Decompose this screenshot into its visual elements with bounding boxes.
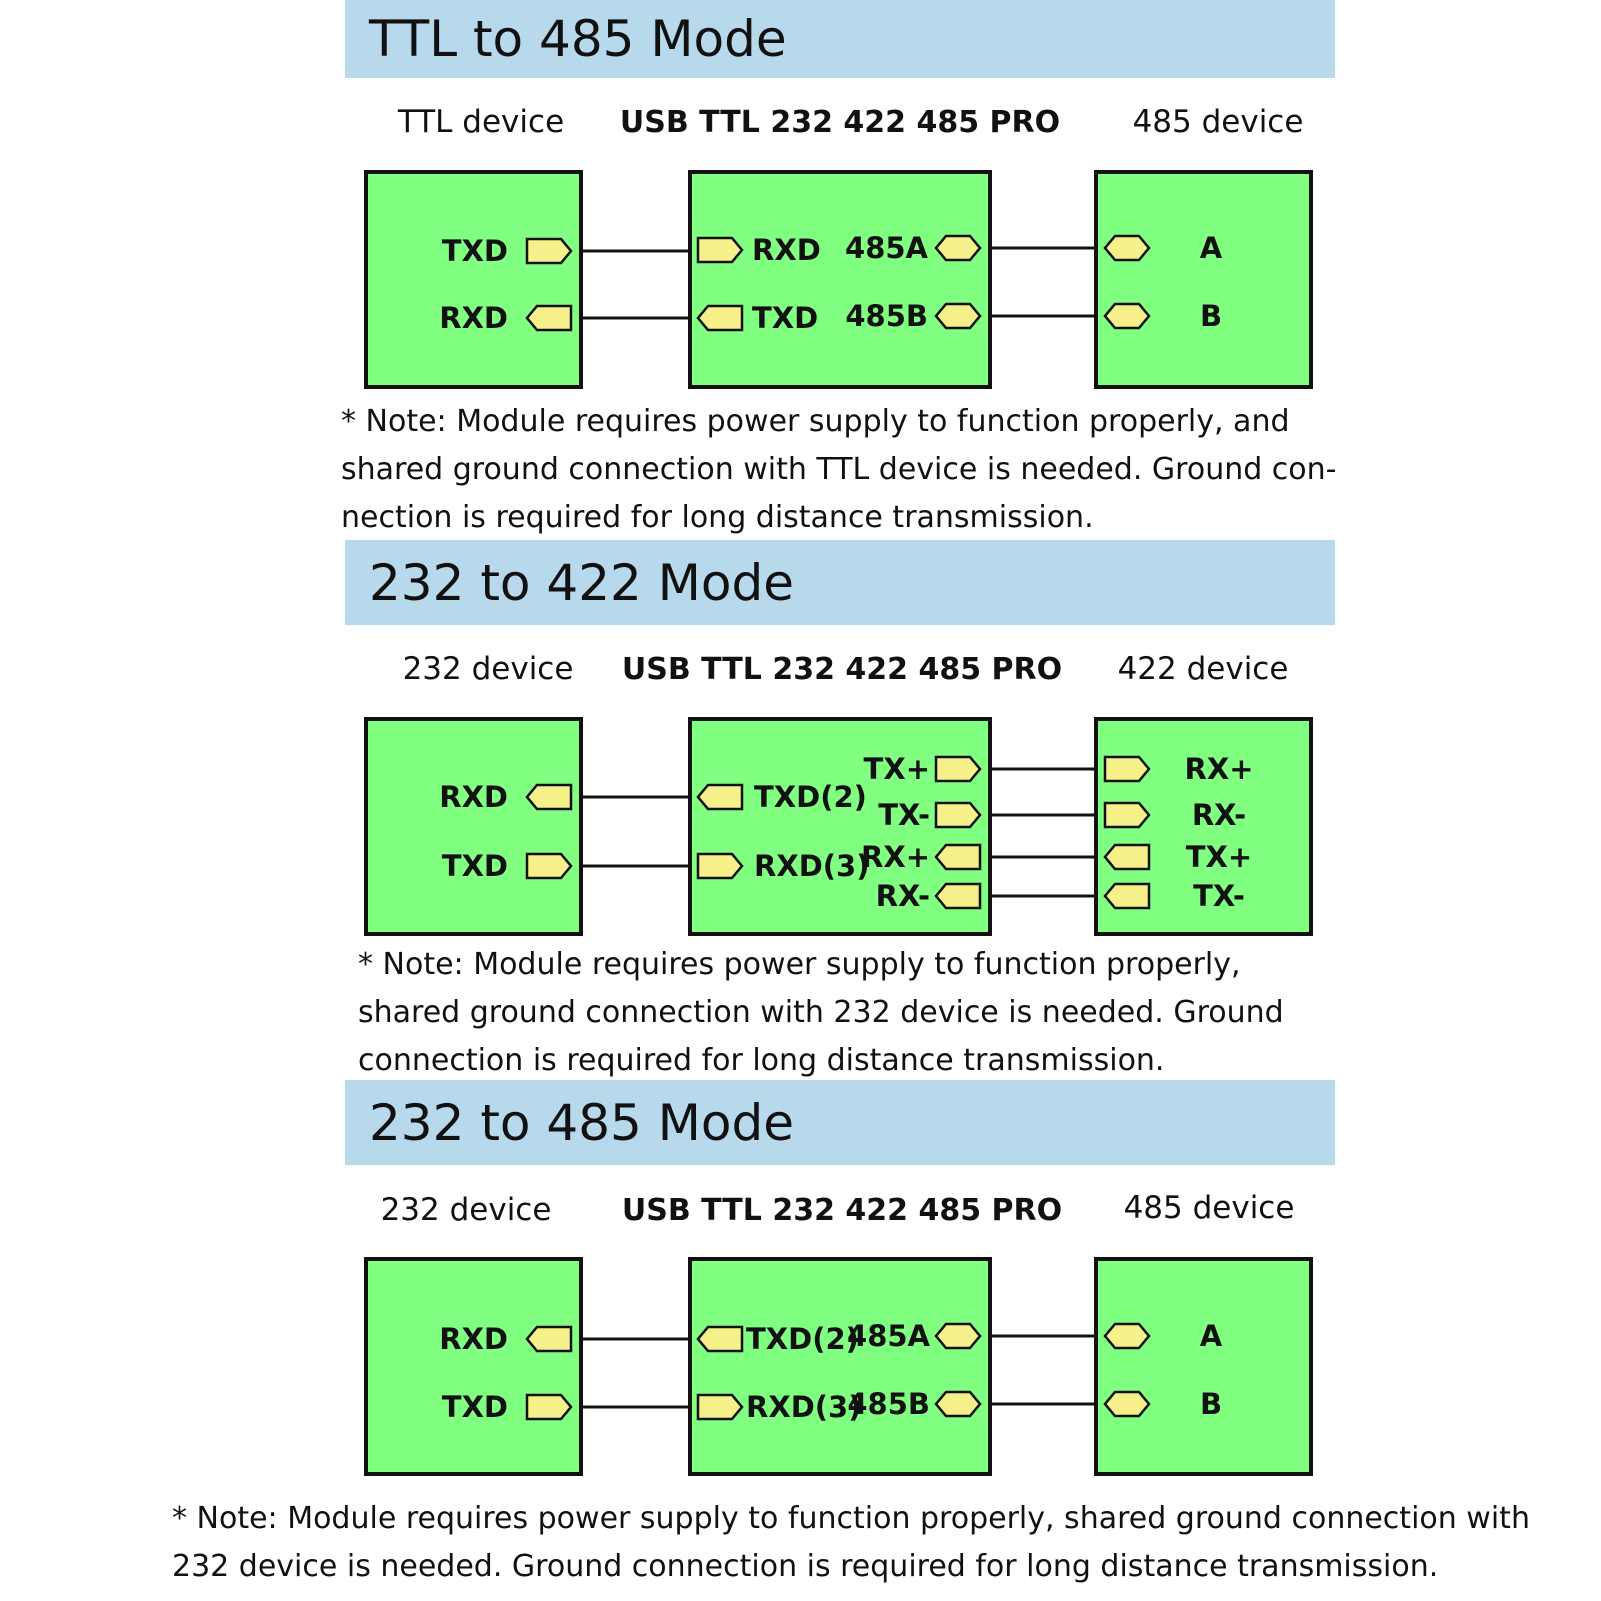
banner-title: TTL to 485 Mode — [369, 10, 787, 68]
wiring-diagram-232-to-485: RXD TXD TXD(2) RXD(3) 485A 485B AB — [364, 1257, 1313, 1476]
left-device-label: 232 device — [380, 1192, 552, 1228]
note-232-to-422: * Note: Module requires power supply to … — [358, 941, 1284, 1085]
connector-icon — [696, 1325, 744, 1353]
module-right-pin-label: 485B — [845, 299, 928, 333]
connector-icon — [934, 801, 982, 829]
right-device-label: 485 device — [1132, 104, 1304, 140]
left-device-box — [364, 717, 583, 936]
right-device-pin-label: B — [1200, 1387, 1222, 1421]
connector-icon — [696, 852, 744, 880]
connector-icon — [1103, 1322, 1151, 1350]
connector-icon — [1103, 234, 1151, 262]
module-box — [688, 1257, 992, 1476]
note-line: * Note: Module requires power supply to … — [341, 404, 1290, 439]
left-device-label: TTL device — [397, 104, 565, 140]
banner-ttl-to-485: TTL to 485 Mode — [345, 0, 1335, 78]
note-line: * Note: Module requires power supply to … — [358, 947, 1241, 982]
connector-icon — [1103, 755, 1151, 783]
left-device-pin-label: TXD — [442, 234, 508, 268]
module-right-pin-label: TX+ — [864, 752, 930, 786]
note-ttl-to-485: * Note: Module requires power supply to … — [341, 398, 1337, 542]
module-left-pin-label: RXD(3) — [746, 1390, 861, 1424]
right-device-pin-label: TX- — [1193, 879, 1245, 913]
right-device-pin-label: RX+ — [1185, 752, 1254, 786]
module-right-pin-label: TX- — [878, 798, 930, 832]
connector-icon — [525, 1325, 573, 1353]
banner-232-to-485: 232 to 485 Mode — [345, 1080, 1335, 1165]
note-line: connection is required for long distance… — [358, 1043, 1165, 1078]
note-line: 232 device is needed. Ground connection … — [172, 1549, 1439, 1584]
module-right-pin-label: RX+ — [861, 840, 930, 874]
left-device-box — [364, 170, 583, 389]
left-device-pin-label: TXD — [442, 849, 508, 883]
module-right-pin-label: 485A — [845, 231, 929, 265]
note-232-to-485: * Note: Module requires power supply to … — [172, 1495, 1530, 1591]
right-device-pin-label: TX+ — [1186, 840, 1252, 874]
connector-icon — [525, 783, 573, 811]
right-device-pin-label: A — [1200, 231, 1223, 265]
connector-icon — [696, 236, 744, 264]
module-box — [688, 170, 992, 389]
connector-icon — [934, 234, 982, 262]
module-right-pin-label: RX- — [876, 879, 930, 913]
wiring-diagram-232-to-422: RXD TXD TXD(2) RXD(3) TX+ TX- RX+ RX- RX+ RX- TX+ T… — [364, 717, 1313, 936]
right-device-label: 485 device — [1123, 1190, 1295, 1226]
module-left-pin-label: RXD — [752, 233, 821, 267]
banner-232-to-422: 232 to 422 Mode — [345, 540, 1335, 625]
connector-icon — [696, 1393, 744, 1421]
right-device-pin-label: B — [1200, 299, 1222, 333]
left-device-label: 232 device — [402, 651, 574, 687]
right-device-box — [1094, 170, 1313, 389]
connector-icon — [934, 1322, 982, 1350]
connector-icon — [525, 852, 573, 880]
left-device-pin-label: RXD — [439, 780, 508, 814]
module-left-pin-label: RXD(3) — [754, 849, 869, 883]
connector-icon — [1103, 882, 1151, 910]
connector-icon — [525, 237, 573, 265]
right-device-pin-label: RX- — [1192, 798, 1246, 832]
connector-icon — [1103, 843, 1151, 871]
note-line: shared ground connection with 232 device… — [358, 995, 1284, 1030]
connector-icon — [525, 1393, 573, 1421]
left-device-pin-label: RXD — [439, 301, 508, 335]
connector-icon — [934, 1390, 982, 1418]
connector-icon — [1103, 302, 1151, 330]
module-right-pin-label: 485A — [847, 1319, 931, 1353]
connector-icon — [1103, 801, 1151, 829]
module-title: USB TTL 232 422 485 PRO — [621, 1193, 1063, 1228]
module-left-pin-label: TXD(2) — [746, 1322, 859, 1356]
note-line: * Note: Module requires power supply to … — [172, 1501, 1530, 1536]
connector-icon — [934, 302, 982, 330]
module-title: USB TTL 232 422 485 PRO — [619, 105, 1061, 140]
connector-icon — [934, 755, 982, 783]
connector-icon — [696, 304, 744, 332]
connector-icon — [696, 783, 744, 811]
connector-icon — [525, 304, 573, 332]
connector-icon — [1103, 1390, 1151, 1418]
banner-title: 232 to 485 Mode — [369, 1093, 794, 1152]
right-device-pin-label: A — [1200, 1319, 1223, 1353]
wiring-diagram-ttl-to-485: TXD RXD RXD TXD 485A 485B AB — [364, 170, 1313, 389]
note-line: nection is required for long distance tr… — [341, 500, 1094, 535]
connector-icon — [934, 882, 982, 910]
right-device-box — [1094, 1257, 1313, 1476]
connector-icon — [934, 843, 982, 871]
left-device-box — [364, 1257, 583, 1476]
module-left-pin-label: TXD — [752, 301, 818, 335]
right-device-label: 422 device — [1117, 651, 1289, 687]
module-left-pin-label: TXD(2) — [754, 780, 867, 814]
left-device-pin-label: RXD — [439, 1322, 508, 1356]
banner-title: 232 to 422 Mode — [369, 553, 794, 612]
module-title: USB TTL 232 422 485 PRO — [621, 652, 1063, 687]
note-line: shared ground connection with TTL device… — [341, 452, 1337, 487]
left-device-pin-label: TXD — [442, 1390, 508, 1424]
module-right-pin-label: 485B — [847, 1387, 930, 1421]
